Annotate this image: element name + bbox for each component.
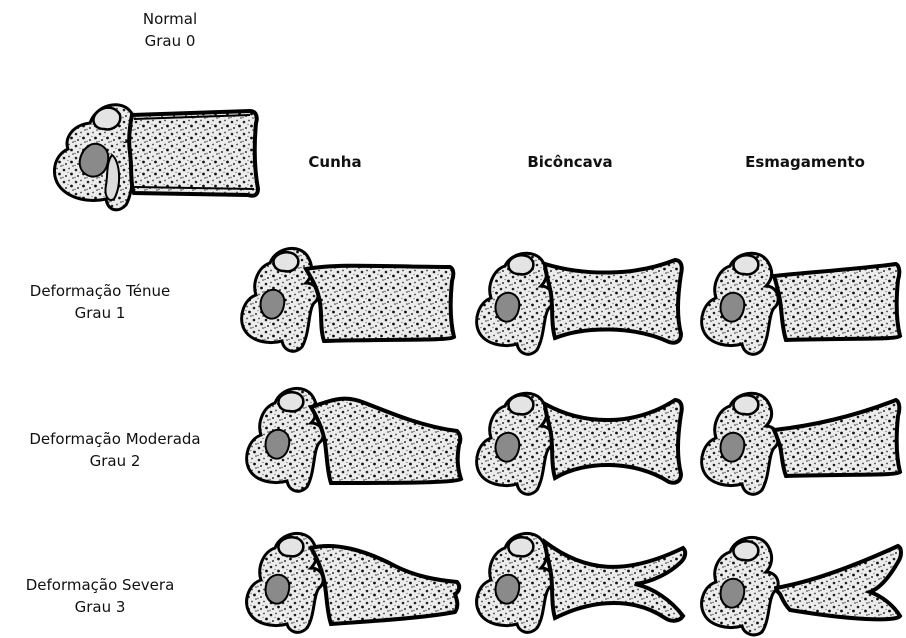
vertebra-biconcava-grade-3-illustration [475,528,690,638]
vertebra-biconcava-grade-1-illustration [475,250,690,360]
vertebra-cunha-grade-2-illustration [245,385,470,500]
vertebra-normal-illustration [50,95,265,215]
column-header-cunha: Cunha [270,153,400,171]
vertebra-esmagamento-grade-3-illustration [700,532,905,638]
row-grade: Grau 2 [0,450,230,472]
vertebra-cunha-grade-3-illustration [245,528,470,638]
vertebra-biconcava-grade-2 [475,390,690,505]
vertebra-esmagamento-grade-1 [700,250,905,360]
column-header-biconcava: Bicôncava [505,153,635,171]
row-label-grade-3: Deformação Severa Grau 3 [0,574,200,618]
vertebra-biconcava-grade-1 [475,250,690,360]
column-header-esmagamento: Esmagamento [735,153,875,171]
vertebra-esmagamento-grade-1-illustration [700,250,905,360]
row-title: Deformação Moderada [0,428,230,450]
vertebra-esmagamento-grade-2 [700,390,905,505]
normal-label: Normal Grau 0 [120,8,220,52]
vertebra-cunha-grade-1 [240,245,465,355]
row-title: Deformação Severa [0,574,200,596]
normal-title: Normal [120,8,220,30]
vertebra-cunha-grade-1-illustration [240,245,465,355]
vertebra-normal-grade-0 [50,95,265,215]
normal-grade: Grau 0 [120,30,220,52]
row-grade: Grau 3 [0,596,200,618]
row-label-grade-1: Deformação Ténue Grau 1 [0,280,200,324]
vertebra-esmagamento-grade-3 [700,532,905,638]
vertebra-esmagamento-grade-2-illustration [700,390,905,505]
vertebra-biconcava-grade-3 [475,528,690,638]
vertebra-biconcava-grade-2-illustration [475,390,690,505]
vertebra-cunha-grade-3 [245,528,470,638]
row-label-grade-2: Deformação Moderada Grau 2 [0,428,230,472]
row-grade: Grau 1 [0,302,200,324]
row-title: Deformação Ténue [0,280,200,302]
vertebra-cunha-grade-2 [245,385,470,500]
